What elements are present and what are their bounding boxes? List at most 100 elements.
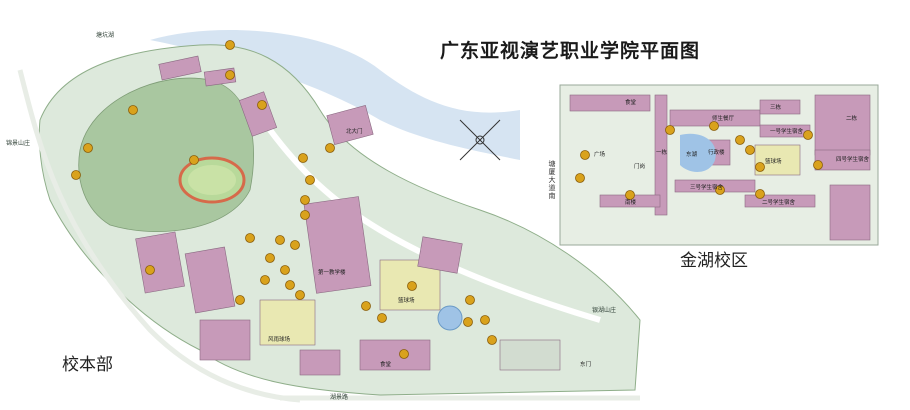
building <box>814 94 871 156</box>
canteen-label: 食堂 <box>380 362 392 368</box>
jinhu-admin-label: 三栋 <box>770 105 782 111</box>
court-a-label: 篮球场 <box>398 298 415 304</box>
location-pin[interactable] <box>480 315 490 325</box>
building <box>359 339 431 371</box>
location-pin[interactable] <box>755 189 765 199</box>
location-pin[interactable] <box>580 150 590 160</box>
location-pin[interactable] <box>325 143 335 153</box>
jinhu-canteen-label: 食堂 <box>625 100 637 106</box>
jinhu-court-label: 篮球场 <box>765 159 782 165</box>
location-pin[interactable] <box>298 153 308 163</box>
location-pin[interactable] <box>465 295 475 305</box>
building <box>158 55 202 81</box>
location-pin[interactable] <box>235 295 245 305</box>
location-pin[interactable] <box>575 173 585 183</box>
location-pin[interactable] <box>709 121 719 131</box>
location-pin[interactable] <box>260 275 270 285</box>
location-pin[interactable] <box>128 105 138 115</box>
jinhu-buildings <box>569 94 871 241</box>
east-gate-label: 东门 <box>580 362 592 368</box>
location-pin[interactable] <box>290 240 300 250</box>
location-pin[interactable] <box>361 301 371 311</box>
location-pin[interactable] <box>257 100 267 110</box>
jinhu-road-label: 塘厦大道南 <box>548 160 556 200</box>
building <box>135 231 185 294</box>
location-pin[interactable] <box>735 135 745 145</box>
main-road <box>267 128 601 323</box>
lake-road-label: 银湖山庄 <box>592 307 617 314</box>
location-pin[interactable] <box>407 281 417 291</box>
location-pin[interactable] <box>145 265 155 275</box>
location-pin[interactable] <box>295 290 305 300</box>
jinhu-hall-label: 师生餐厅 <box>712 116 735 122</box>
bottom-road-label: 湖景路 <box>330 394 349 401</box>
location-pin[interactable] <box>83 143 93 153</box>
mountain-road-label: 锦景山庄 <box>6 140 31 147</box>
jinhu-dorm4-label: 四号学生宿舍 <box>836 157 870 163</box>
jinhu-lobby-label: 一栋 <box>656 150 668 156</box>
building <box>199 319 251 361</box>
building <box>326 104 374 146</box>
location-pin[interactable] <box>275 235 285 245</box>
building <box>184 246 236 314</box>
location-pin[interactable] <box>463 317 473 327</box>
jinhu-dorm2-label: 二号学生宿舍 <box>762 200 796 206</box>
building <box>238 91 278 137</box>
building <box>259 299 316 346</box>
jinhu-lake <box>680 133 716 172</box>
location-pin[interactable] <box>305 175 315 185</box>
jinhu-campus-name: 金湖校区 <box>680 251 748 271</box>
location-pin[interactable] <box>300 195 310 205</box>
page-title: 广东亚视演艺职业学院平面图 <box>440 40 701 62</box>
lake-label: 塘坑湖 <box>96 32 115 39</box>
location-pin[interactable] <box>280 265 290 275</box>
north-gate-label: 北大门 <box>346 129 363 135</box>
building <box>674 179 756 193</box>
location-pin[interactable] <box>245 233 255 243</box>
location-pin[interactable] <box>803 130 813 140</box>
building <box>569 94 651 112</box>
jinhu-lake-label: 东湖 <box>686 152 698 158</box>
main-buildings <box>135 55 561 376</box>
location-pin[interactable] <box>745 145 755 155</box>
jinhu-south-label: 南楼 <box>625 200 637 206</box>
building <box>417 236 463 274</box>
building <box>814 149 871 171</box>
location-pin[interactable] <box>715 185 725 195</box>
location-pin[interactable] <box>71 170 81 180</box>
location-pin[interactable] <box>225 40 235 50</box>
building <box>299 349 341 376</box>
building <box>829 184 871 241</box>
location-pin[interactable] <box>225 70 235 80</box>
jinhu-dorm3-label: 三号学生宿舍 <box>690 185 724 191</box>
compass-icon <box>459 119 501 161</box>
jinhu-office-label: 行政楼 <box>708 150 725 156</box>
location-pin[interactable] <box>189 155 199 165</box>
fountain <box>437 305 463 331</box>
west-road <box>17 69 301 403</box>
location-pin[interactable] <box>813 160 823 170</box>
location-pin[interactable] <box>399 349 409 359</box>
jinhu-gate-label: 门岗 <box>634 164 646 170</box>
building <box>654 94 668 216</box>
jinhu-square-label: 广场 <box>594 152 606 158</box>
jinhu-dorm1-label: 一号学生宿舍 <box>770 129 804 135</box>
court-b-label: 风雨球场 <box>268 337 291 343</box>
main-campus-name: 校本部 <box>62 355 113 375</box>
jinhu-second-label: 二栋 <box>846 116 858 122</box>
building <box>499 339 561 371</box>
location-pin[interactable] <box>285 280 295 290</box>
location-pin[interactable] <box>665 125 675 135</box>
location-pin[interactable] <box>265 253 275 263</box>
building <box>759 99 801 115</box>
teaching-label: 第一教学楼 <box>318 270 346 276</box>
location-pin[interactable] <box>487 335 497 345</box>
location-pin[interactable] <box>377 313 387 323</box>
sports-field <box>188 165 236 195</box>
location-pin[interactable] <box>300 210 310 220</box>
building <box>303 196 372 294</box>
location-pin[interactable] <box>625 190 635 200</box>
location-pin[interactable] <box>755 162 765 172</box>
